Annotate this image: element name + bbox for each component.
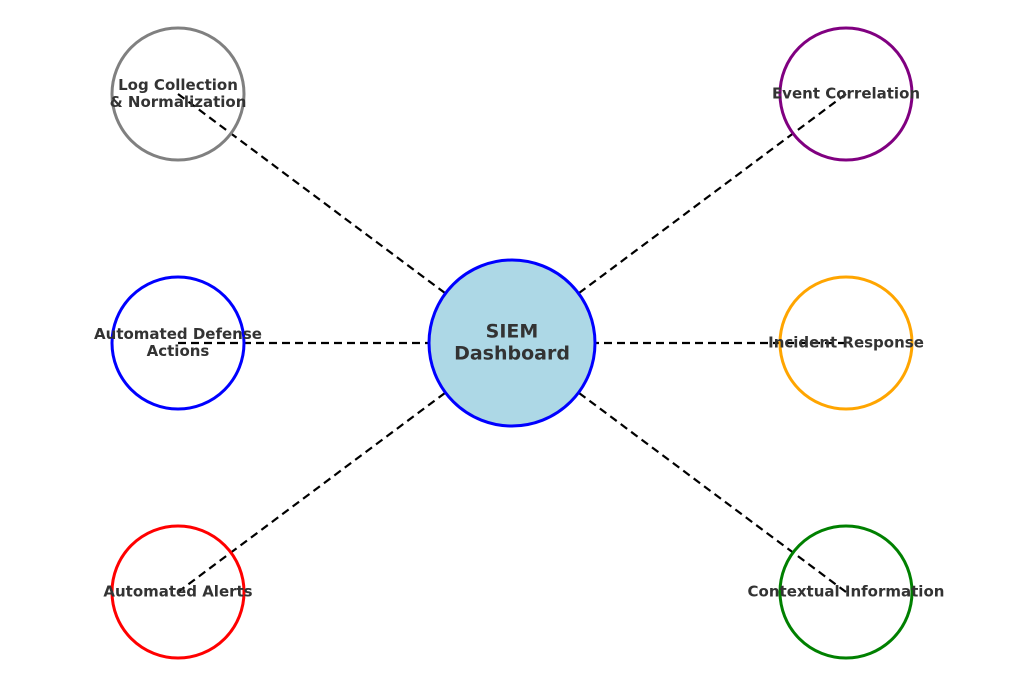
node-circle-contextual-information [778, 524, 914, 660]
node-label-automated-defense: Automated Defense [94, 325, 262, 343]
center-node-circle [427, 258, 597, 428]
connector-log-collection [177, 93, 513, 344]
node-automated-alerts [110, 524, 246, 660]
center-node-siem-dashboard [427, 258, 597, 428]
center-node-label: Dashboard [454, 343, 570, 365]
connector-contextual-information [511, 342, 847, 593]
outer-node-layer [110, 26, 914, 660]
connector-event-correlation [511, 93, 847, 344]
node-label-incident-response: Incident Response [768, 334, 924, 352]
node-label-event-correlation: Event Correlation [772, 85, 920, 103]
node-event-correlation [778, 26, 914, 162]
node-label-automated-alerts: Automated Alerts [103, 583, 252, 601]
node-circle-incident-response [778, 275, 914, 411]
connector-automated-alerts [177, 342, 513, 593]
node-circle-automated-defense [110, 275, 246, 411]
center-node-label: SIEM [486, 321, 539, 343]
node-circle-automated-alerts [110, 524, 246, 660]
node-circle-event-correlation [778, 26, 914, 162]
node-incident-response [778, 275, 914, 411]
node-automated-defense [110, 275, 246, 411]
node-circle-log-collection [110, 26, 246, 162]
label-layer: Log Collection& Normalization Event Corre… [94, 76, 944, 601]
node-contextual-information [778, 524, 914, 660]
node-label-log-collection: & Normalization [110, 93, 247, 111]
node-label-log-collection: Log Collection [118, 76, 238, 94]
node-label-automated-defense: Actions [147, 342, 210, 360]
node-log-collection [110, 26, 246, 162]
node-label-contextual-information: Contextual Information [748, 583, 945, 601]
